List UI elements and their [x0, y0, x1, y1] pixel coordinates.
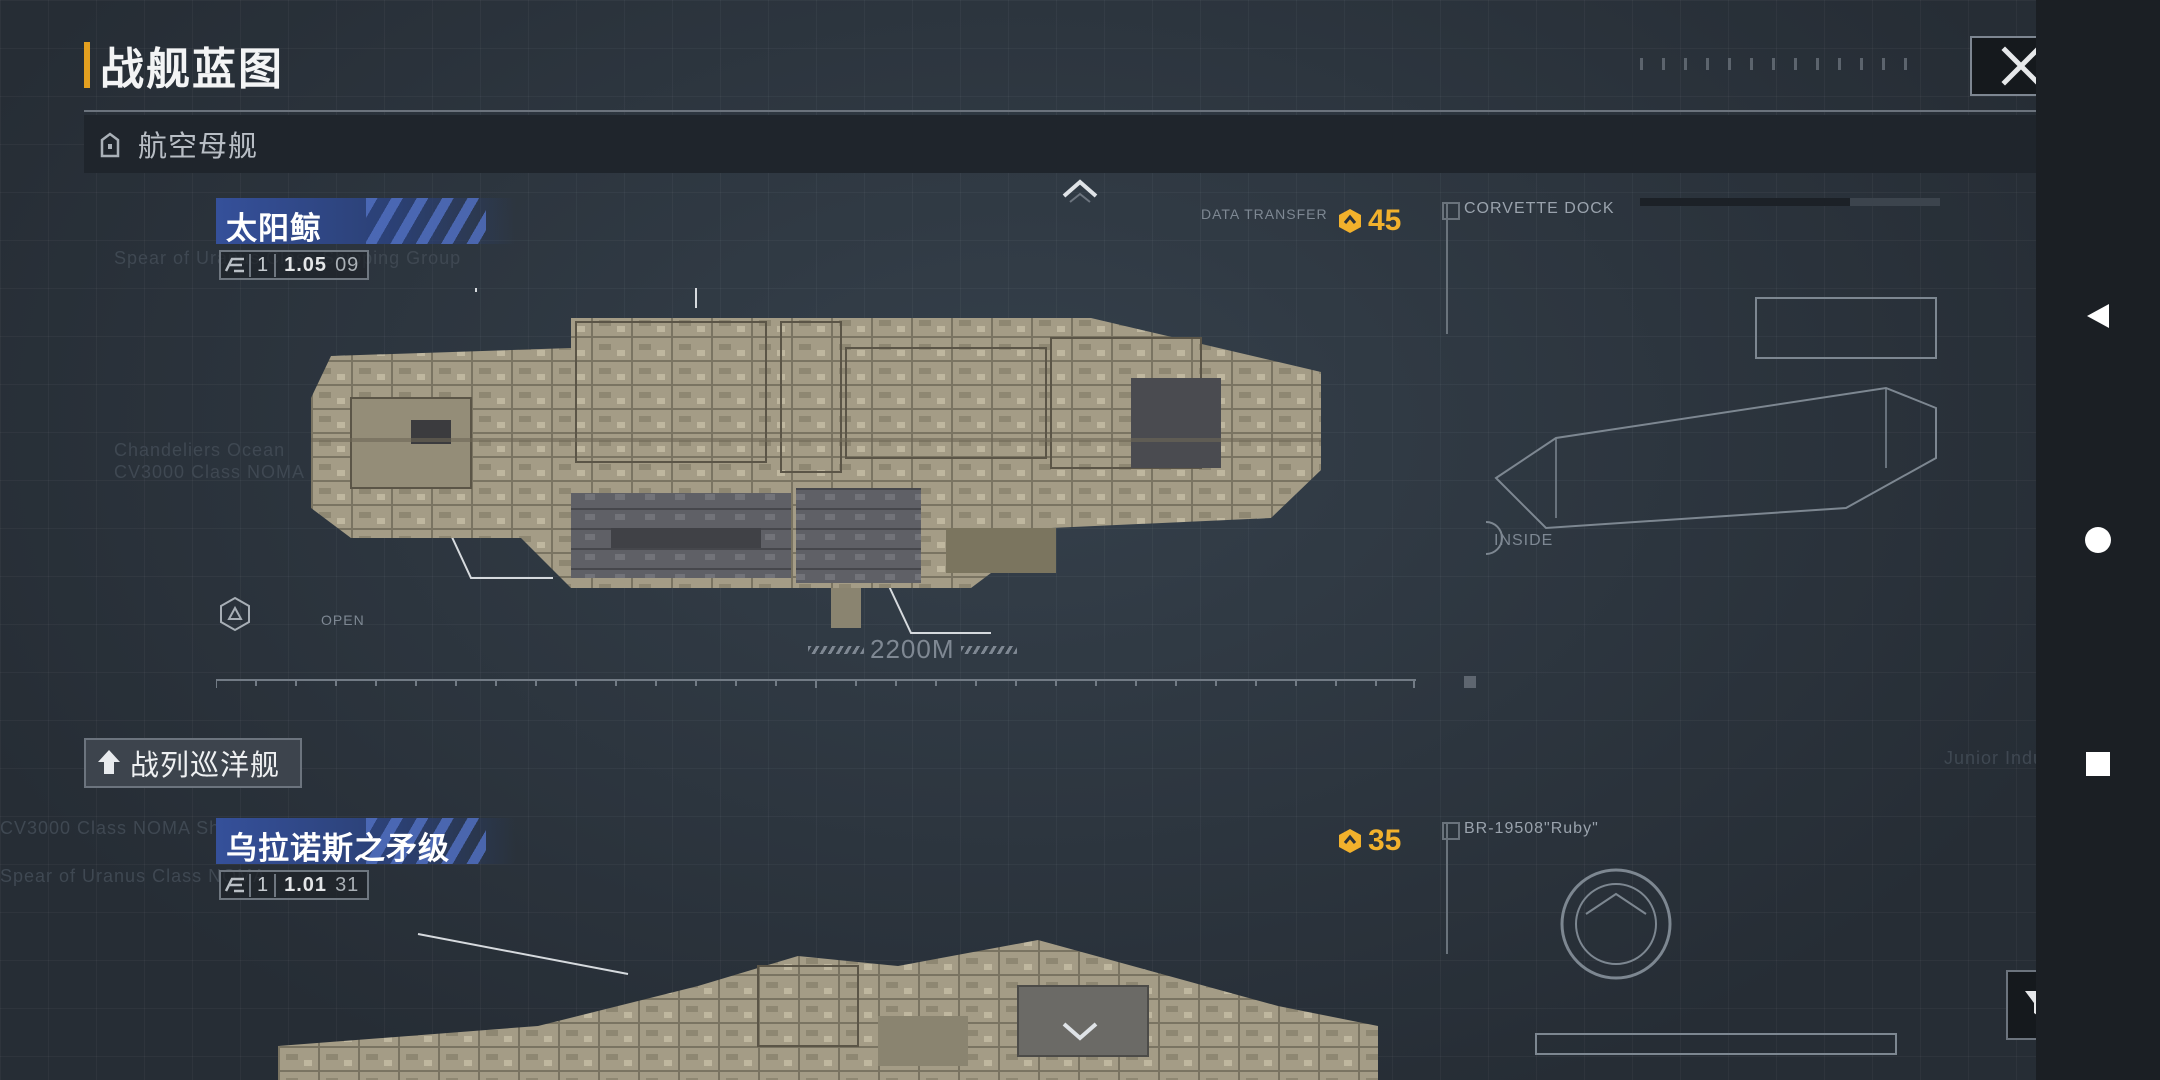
header-divider [84, 110, 2074, 112]
ship-name: 太阳鲸 [226, 211, 322, 246]
close-icon [2001, 46, 2041, 86]
progress-bar [1640, 198, 1940, 206]
nav-recent-button[interactable] [2076, 742, 2120, 786]
header-ticks [1640, 58, 1920, 70]
corvette-dock-label: CORVETTE DOCK [1464, 200, 1615, 217]
version-icon [221, 252, 249, 278]
data-transfer-label: DATA TRANSFER [1201, 206, 1328, 222]
ship-version-badge: 1 1.01 31 [219, 870, 370, 900]
bg-text: Spear of Uranus Class NOMA [0, 866, 267, 886]
title-accent [84, 42, 90, 88]
radar-wireframe [1535, 868, 1897, 1055]
ship-level: 1 [249, 253, 277, 277]
variant-label: BR-19508"Ruby" [1464, 820, 1599, 837]
ship-wireframe [1486, 297, 1937, 555]
recent-square-icon [2086, 752, 2110, 776]
home-circle-icon [2085, 527, 2111, 553]
cost-hex-icon [1339, 209, 1361, 233]
ship-card-sun-whale[interactable]: 太阳鲸 1 1.05 09 [216, 198, 1416, 678]
ship-version: 1.05 [284, 253, 328, 276]
bg-text: Chandeliers Ocean [114, 440, 286, 460]
hex-indicator-icon [220, 596, 250, 632]
section-label: 战列巡洋舰 [130, 750, 281, 782]
ship-cost-value: 45 [1368, 204, 1402, 237]
ship-name: 乌拉诺斯之矛级 [226, 831, 450, 866]
ship-name-bar: 太阳鲸 [216, 198, 516, 246]
ship-cost: 45 [1336, 204, 1401, 238]
category-bar[interactable]: 航空母舰 [84, 115, 2074, 173]
ship-version-badge: 1 1.05 09 [219, 250, 370, 280]
ship-blueprint-image [278, 933, 1378, 1080]
battlecruiser-category-icon [98, 750, 120, 774]
ship-blueprint-image [311, 288, 1321, 634]
ship-version: 1.01 [284, 873, 328, 896]
nav-back-button[interactable] [2076, 294, 2120, 338]
open-label: OPEN [321, 612, 365, 628]
scroll-up-icon[interactable] [1058, 176, 1102, 206]
marker-square [1464, 676, 1476, 688]
ship-cost: 35 [1336, 824, 1401, 858]
section-battlecruiser[interactable]: 战列巡洋舰 [84, 738, 302, 788]
page-title-text: 战舰蓝图 [100, 45, 284, 94]
bg-text: CV3000 Class NOMA Shipping [0, 818, 275, 838]
ship-cost-value: 35 [1368, 824, 1402, 857]
spec-panel: BR-19508"Ruby" [1436, 818, 1956, 1080]
scroll-down-icon[interactable] [1058, 1016, 1102, 1046]
distance-value: 2200M [870, 634, 955, 664]
ship-name-bar: 乌拉诺斯之矛级 [216, 818, 516, 866]
version-icon [221, 872, 249, 898]
back-triangle-icon [2087, 304, 2109, 328]
ship-card-spear-of-uranus[interactable]: 乌拉诺斯之矛级 1 1.01 31 35 [216, 818, 1416, 1080]
carrier-category-icon [100, 132, 120, 158]
ship-level: 1 [249, 873, 277, 897]
category-label: 航空母舰 [138, 131, 259, 163]
spec-panel: CORVETTE DOCK INSIDE [1436, 198, 1956, 678]
nav-home-button[interactable] [2076, 518, 2120, 562]
cost-hex-icon [1339, 829, 1361, 853]
inside-label: INSIDE [1494, 532, 1554, 549]
ship-version-minor: 09 [335, 253, 360, 276]
distance-readout: 2200M [808, 634, 1017, 665]
ship-version-minor: 31 [335, 873, 360, 896]
scale-ruler [216, 679, 1416, 688]
page-title: 战舰蓝图 [84, 40, 284, 94]
